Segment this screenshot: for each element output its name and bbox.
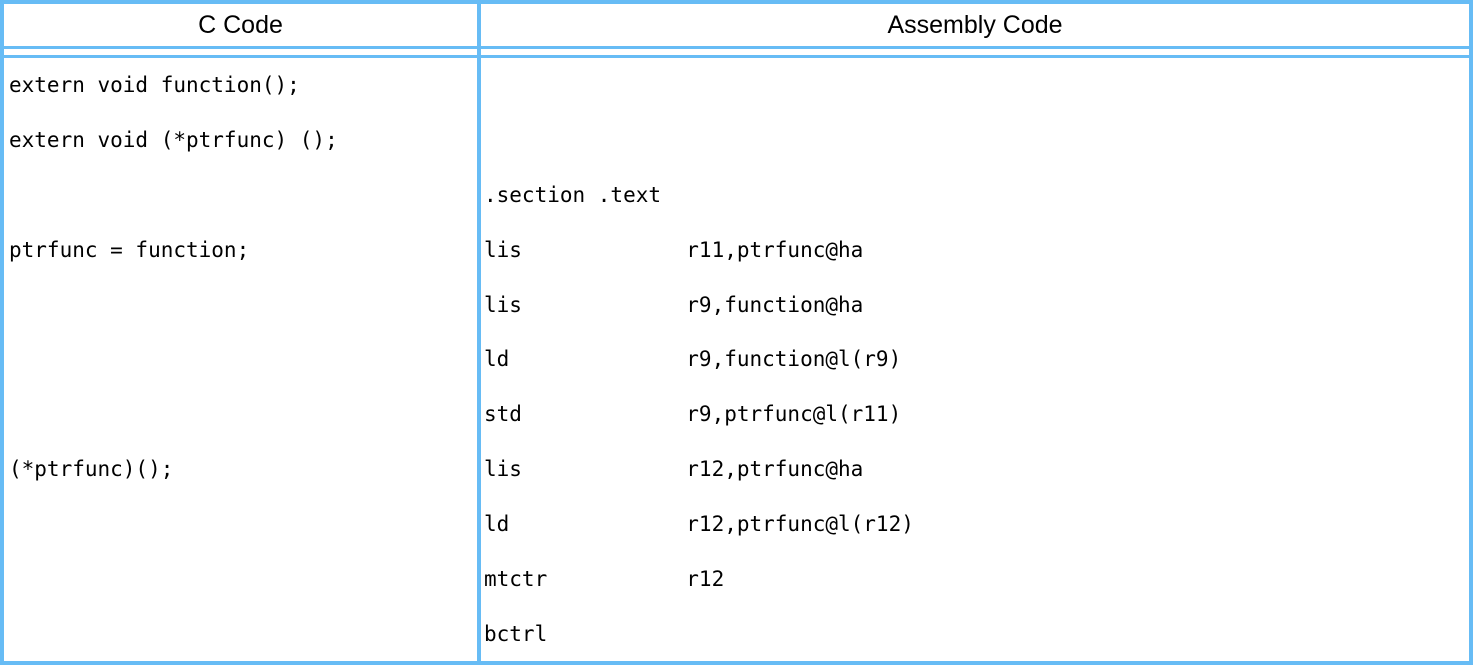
column-header-c-code: C Code [198, 10, 283, 39]
assembly-code-line: lis r11,ptrfunc@ha [484, 237, 864, 262]
column-divider [477, 4, 481, 46]
column-header-assembly-code: Assembly Code [887, 10, 1063, 39]
c-code-line [9, 551, 477, 606]
separator-right-gap [481, 49, 1469, 55]
assembly-code-line [484, 113, 1469, 168]
c-code-line: ptrfunc = function; [9, 237, 250, 262]
table-body: extern void function(); extern void (*pt… [4, 58, 1469, 661]
c-code-line [9, 332, 477, 387]
assembly-code-line: lis r12,ptrfunc@ha [484, 457, 864, 482]
assembly-code-line: ld r9,function@l(r9) [484, 347, 902, 372]
c-code-line: extern void function(); [9, 73, 300, 98]
c-code-line [9, 168, 477, 223]
assembly-code-line: lis r9,function@ha [484, 292, 864, 317]
assembly-code-column: .section .text lis r11,ptrfunc@ha lis r9… [481, 58, 1469, 661]
c-code-line [9, 497, 477, 552]
assembly-code-line: .section .text [484, 183, 662, 208]
assembly-code-line: ld r12,ptrfunc@l(r12) [484, 511, 914, 536]
separator-left-gap [4, 49, 477, 55]
c-code-line [9, 277, 477, 332]
c-code-line: extern void (*ptrfunc) (); [9, 128, 338, 153]
assembly-code-line: bctrl [484, 621, 548, 646]
c-code-line [9, 606, 477, 661]
assembly-code-line [484, 58, 1469, 113]
c-code-line: (*ptrfunc)(); [9, 457, 174, 482]
header-separator [4, 46, 1469, 58]
c-code-line [9, 387, 477, 442]
table-header-row: C Code Assembly Code [4, 4, 1469, 46]
assembly-code-line: std r9,ptrfunc@l(r11) [484, 402, 902, 427]
column-divider [477, 58, 481, 661]
column-divider [477, 49, 481, 55]
assembly-code-line: mtctr r12 [484, 566, 725, 591]
c-code-column: extern void function(); extern void (*pt… [4, 58, 477, 661]
